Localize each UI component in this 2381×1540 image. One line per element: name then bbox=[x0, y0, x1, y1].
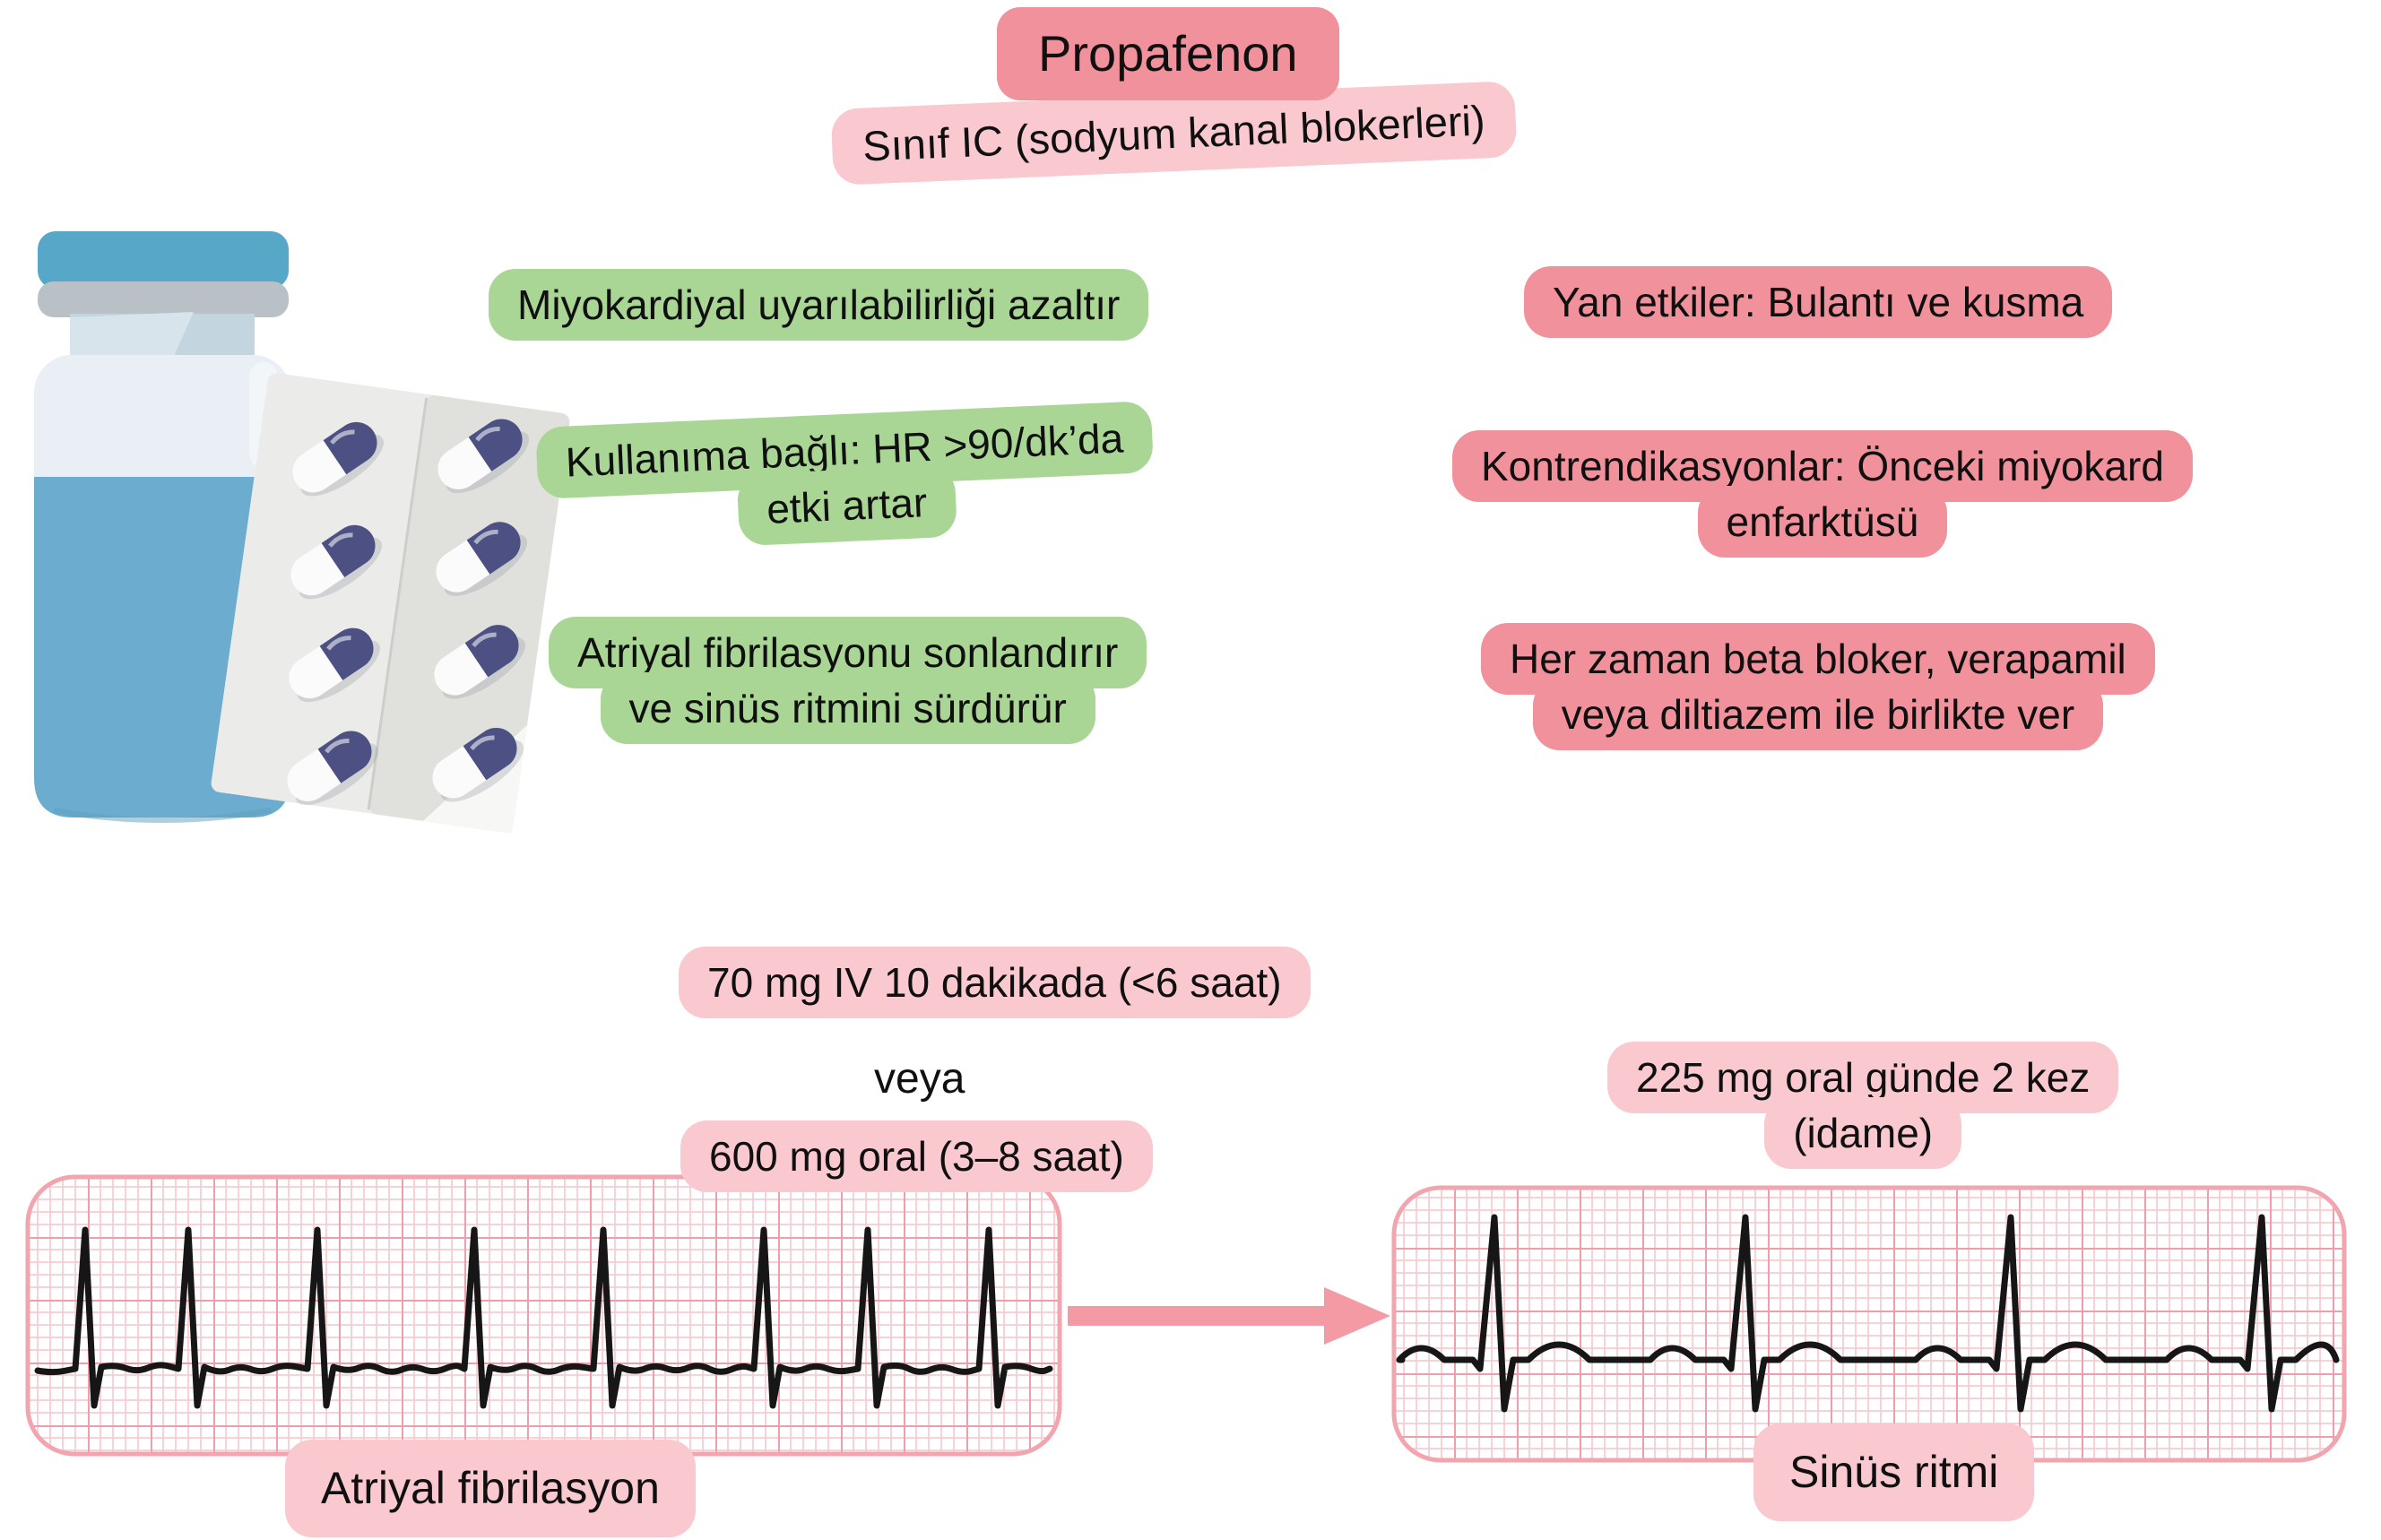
pill-capsule-icon bbox=[287, 731, 378, 805]
ecg-label-sinus: Sinüs ritmi bbox=[1753, 1423, 2035, 1521]
warning-box-combination: Her zaman beta bloker, verapamil veya di… bbox=[1481, 623, 2155, 751]
arrow-right-icon bbox=[1068, 1287, 1390, 1345]
ecg-waveform-afib bbox=[34, 1226, 1053, 1409]
warning-text: Her zaman beta bloker, verapamil bbox=[1481, 623, 2155, 696]
ecg-strip-afib bbox=[25, 1174, 1062, 1457]
ecg-waveform-sinus bbox=[1396, 1214, 2340, 1413]
pill-capsule-icon bbox=[289, 627, 380, 703]
warning-box-side-effects: Yan etkiler: Bulantı ve kusma bbox=[1524, 266, 2113, 339]
pill-capsule-icon bbox=[292, 421, 384, 497]
page-title: Propafenon bbox=[997, 7, 1339, 101]
ecg-label-afib: Atriyal fibrilasyon bbox=[285, 1440, 696, 1537]
ecg-strip-sinus bbox=[1391, 1185, 2347, 1463]
pill-capsule-icon bbox=[432, 727, 524, 802]
benefit-text: etki artar bbox=[736, 464, 957, 547]
dose-box-iv: 70 mg IV 10 dakikada (<6 saat) bbox=[679, 947, 1311, 1019]
dose-text: (idame) bbox=[1764, 1097, 1962, 1170]
pill-capsule-icon bbox=[290, 524, 382, 600]
title-text: Propafenon bbox=[997, 7, 1339, 101]
dose-box-maintenance: 225 mg oral günde 2 kez (idame) bbox=[1607, 1042, 2119, 1170]
warning-text: Yan etkiler: Bulantı ve kusma bbox=[1524, 266, 2113, 339]
dose-connector: veya bbox=[874, 1055, 965, 1103]
warning-text: veya diltiazem ile birlikte ver bbox=[1532, 679, 2104, 751]
pill-capsule-icon bbox=[437, 419, 530, 493]
ecg-label-text: Atriyal fibrilasyon bbox=[285, 1440, 696, 1537]
benefit-text: ve sinüs ritmini sürdürür bbox=[600, 672, 1095, 745]
warning-text: enfarktüsü bbox=[1697, 486, 1948, 558]
pill-capsule-icon bbox=[434, 625, 526, 699]
benefit-box-excitability: Miyokardiyal uyarılabilirliği azaltır bbox=[489, 269, 1149, 342]
blister-pack-icon bbox=[211, 373, 570, 834]
warning-box-contraindications: Kontrendikasyonlar: Önceki miyokard enfa… bbox=[1452, 430, 2193, 558]
pill-capsule-icon bbox=[436, 522, 528, 596]
dose-box-oral: 600 mg oral (3–8 saat) bbox=[680, 1120, 1153, 1193]
medication-illustration bbox=[34, 231, 570, 834]
benefit-box-use-dependence: Kullanıma bağlı: HR >90/dk’da etki artar bbox=[535, 401, 1156, 555]
dose-text: 70 mg IV 10 dakikada (<6 saat) bbox=[679, 947, 1311, 1019]
benefit-box-af-termination: Atriyal fibrilasyonu sonlandırır ve sinü… bbox=[549, 617, 1147, 745]
benefit-text: Miyokardiyal uyarılabilirliği azaltır bbox=[489, 269, 1149, 342]
dose-text: 600 mg oral (3–8 saat) bbox=[680, 1120, 1153, 1193]
ecg-label-text: Sinüs ritmi bbox=[1753, 1423, 2035, 1521]
